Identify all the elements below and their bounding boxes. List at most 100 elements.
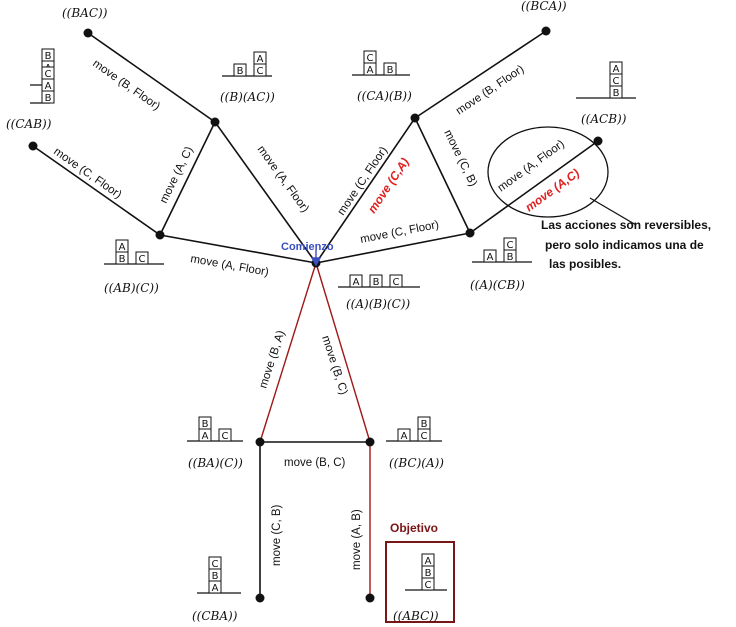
goal-label: Objetivo — [390, 521, 438, 535]
edge-a_cb-acb — [469, 140, 599, 234]
edge-start-ba_c — [259, 262, 317, 443]
node-acb — [593, 136, 603, 146]
block-letter-abc-B: B — [425, 568, 432, 579]
block-a_cb-C — [503, 237, 517, 251]
block-ca_b-C — [363, 50, 377, 64]
block-letter-bc_a-A: A — [401, 431, 408, 442]
block-letter-acb-A: A — [613, 64, 620, 75]
action-b-floor-right: move (B, Floor) — [454, 63, 527, 117]
block-letter-ab_c-A: A — [119, 242, 126, 253]
node-abc — [365, 593, 375, 603]
edge-b_ac-ab_c — [159, 121, 216, 236]
node-a_cb — [465, 228, 475, 238]
block-letter-cab-C: C — [45, 69, 52, 80]
edge-ca_b-a_cb — [414, 117, 471, 234]
block-letter-ab_c-B: B — [119, 254, 126, 265]
goal-box — [385, 541, 455, 623]
action-c-b-down: move (C, B) — [271, 504, 283, 566]
block-a_b_c-A — [349, 274, 363, 288]
block-acb-A — [609, 61, 623, 75]
edge-start-a_cb — [315, 232, 471, 264]
start-arrow — [310, 250, 322, 267]
block-letter-cab-B: B — [45, 93, 52, 104]
block-letter-b_ac-B: B — [237, 66, 244, 77]
block-b_ac-A — [253, 51, 267, 65]
node-cba — [255, 593, 265, 603]
block-abc-A — [421, 553, 435, 567]
block-letter-acb-C: C — [613, 76, 620, 87]
node-ca_b — [410, 113, 420, 123]
block-a_cb-A — [483, 249, 497, 263]
block-bc_a-B — [417, 416, 431, 430]
block-letter-cab-A: A — [45, 81, 52, 92]
node-ab_c — [155, 230, 165, 240]
block-letter-cba-A: A — [212, 583, 219, 594]
block-ca_b-B — [383, 62, 397, 76]
edge-ab_c-start — [159, 234, 317, 264]
state-label-bac: ((BAC)) — [62, 6, 108, 20]
edge-start-ca_b — [315, 117, 416, 264]
block-ba_c-C — [218, 428, 232, 442]
state-label-bca: ((BCA)) — [521, 0, 567, 13]
edge-ca_b-bca — [414, 30, 547, 119]
block-letter-a_b_c-B: B — [373, 277, 380, 288]
block-bc_a-A — [397, 428, 411, 442]
state-label-abc: ((ABC)) — [393, 609, 439, 623]
state-label-cab: ((CAB)) — [6, 117, 52, 131]
node-b_ac — [210, 117, 220, 127]
annotation-pointer — [589, 197, 637, 226]
block-configurations: CABBCABACBACABCACBBCAABCABCACBABCCBA — [30, 48, 636, 594]
action-c-b: move (C, B) — [441, 128, 479, 189]
block-letter-ca_b-C: C — [367, 53, 374, 64]
block-ab_c-A — [115, 239, 129, 253]
block-letter-bc_a-C: C — [421, 431, 428, 442]
node-ba_c — [255, 437, 265, 447]
block-letter-acb-B: B — [613, 88, 620, 99]
action-a-floor-ab: move (A, Floor) — [189, 253, 269, 279]
edge-bac-b_ac — [87, 32, 216, 123]
node-bca — [541, 26, 551, 36]
state-label-bc_a: ((BC)(A)) — [389, 456, 444, 470]
note-line-2: pero solo indicamos una de — [545, 238, 704, 252]
node-cab — [28, 141, 38, 151]
block-letter-bc_a-B: B — [421, 419, 428, 430]
state-label-ca_b: ((CA)(B)) — [357, 89, 412, 103]
edge-b_ac-start — [214, 121, 317, 264]
node-bac — [83, 28, 93, 38]
block-cba-C — [208, 556, 222, 570]
block-letter-ca_b-B: B — [387, 65, 394, 76]
block-letter-ba_c-A: A — [202, 431, 209, 442]
state-label-b_ac: ((B)(AC)) — [220, 90, 275, 104]
block-letter-cba-C: C — [212, 559, 219, 570]
note-line-3: las posibles. — [549, 257, 621, 271]
block-a_b_c-C — [389, 274, 403, 288]
action-b-floor-left: move (B, Floor) — [90, 58, 162, 113]
block-letter-b_ac-A: A — [257, 54, 264, 65]
block-letter-a_cb-C: C — [507, 240, 514, 251]
block-letter-a_cb-A: A — [487, 252, 494, 263]
edge-cab-ab_c — [32, 145, 161, 236]
block-letter-ba_c-B: B — [202, 419, 209, 430]
edge-start-bc_a — [315, 262, 371, 443]
block-letter-ba_c-C: C — [222, 431, 229, 442]
state-label-ab_c: ((AB)(C)) — [104, 281, 159, 295]
block-letter-bac-B: B — [45, 51, 52, 62]
block-letter-a_b_c-A: A — [353, 277, 360, 288]
block-letter-abc-A: A — [425, 556, 432, 567]
block-ab_c-C — [135, 251, 149, 265]
block-letter-cba-B: B — [212, 571, 219, 582]
state-label-a_cb: ((A)(CB)) — [470, 278, 525, 292]
block-letter-ab_c-C: C — [139, 254, 146, 265]
block-letter-a_b_c-C: C — [393, 277, 400, 288]
block-a_b_c-B — [369, 274, 383, 288]
block-ba_c-B — [198, 416, 212, 430]
block-letter-abc-C: C — [425, 580, 432, 591]
annotation-ellipse — [487, 126, 609, 218]
action-b-a: move (B, A) — [257, 329, 287, 390]
action-a-floor-top: move (A, Floor) — [255, 144, 311, 215]
state-label-a_b_c: ((A)(B)(C)) — [346, 297, 410, 311]
action-a-b-down: move (A, B) — [351, 509, 363, 570]
block-letter-ca_b-A: A — [367, 65, 374, 76]
node-bc_a — [365, 437, 375, 447]
